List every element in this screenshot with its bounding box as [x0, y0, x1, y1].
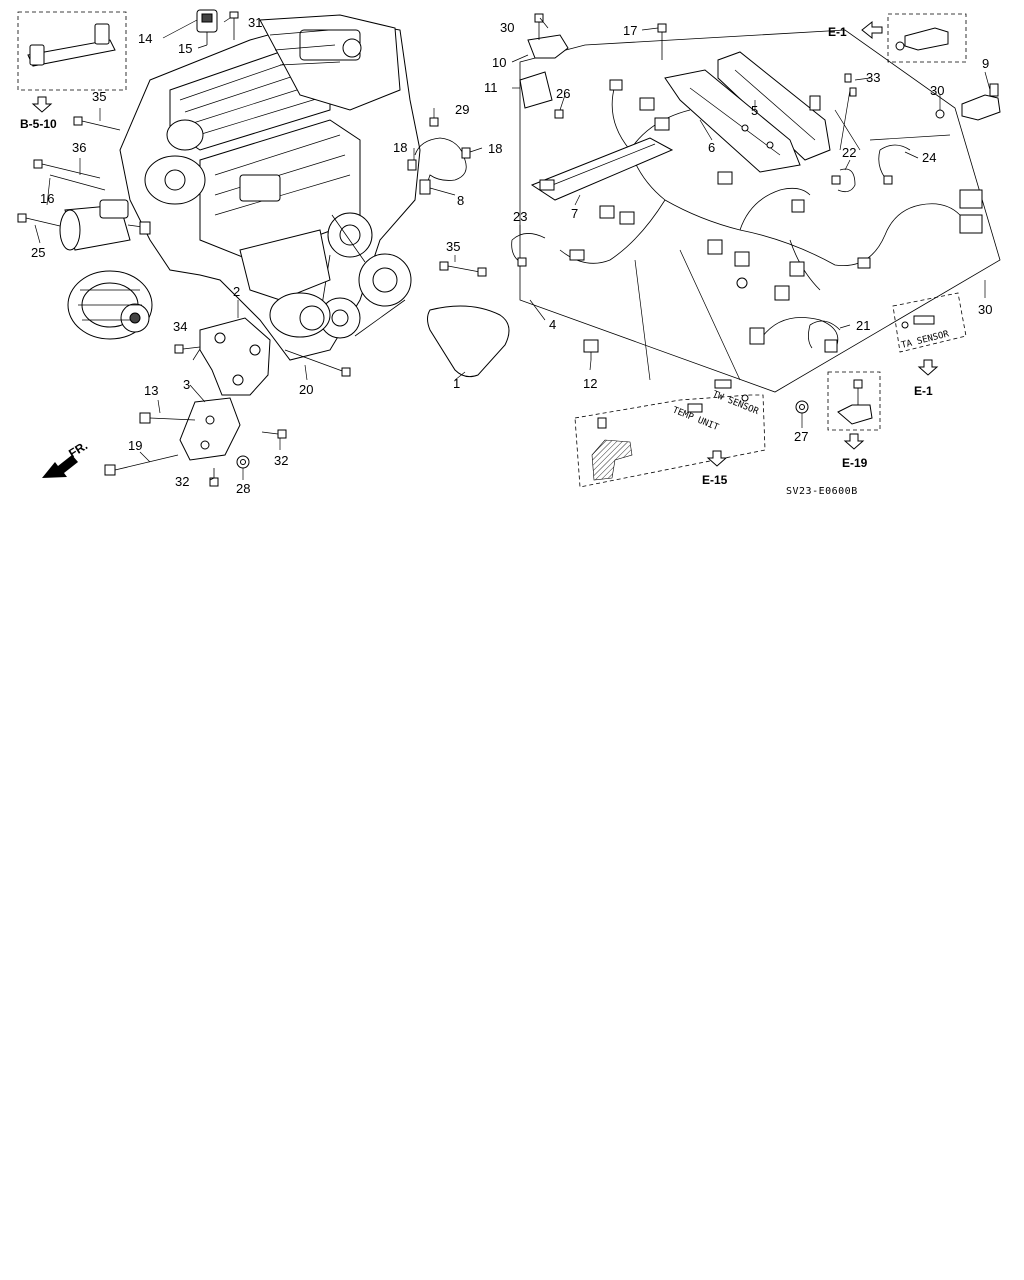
pressure-switch-illustration [583, 339, 599, 360]
ref-e1-top: E-1 [828, 25, 847, 39]
callout-24: 24 [922, 150, 936, 165]
adjusting-bracket-illustration [179, 397, 241, 461]
arrow-left-icon [861, 20, 883, 40]
hose-clip-24-illustration [878, 144, 911, 179]
clamp-bracket-illustration [895, 27, 949, 51]
callout-36: 36 [72, 140, 86, 155]
callout-14: 14 [138, 31, 152, 46]
callout-2: 2 [233, 284, 240, 299]
harness-group-outline [519, 29, 1001, 393]
callout-4: 4 [549, 317, 556, 332]
callout-7: 7 [571, 206, 578, 221]
callout-8: 8 [457, 193, 464, 208]
clip-bracket-illustration [27, 23, 116, 67]
arrow-down-icon [706, 450, 728, 467]
callout-23: 23 [513, 209, 527, 224]
callout-6: 6 [708, 140, 715, 155]
harness-clamp-illustration [519, 13, 569, 119]
leader-lines [34, 17, 991, 481]
clamp-e19-box [827, 371, 881, 431]
front-direction-arrow-icon [42, 455, 78, 478]
engine-assembly-illustration [59, 14, 421, 361]
callout-18b: 18 [488, 141, 502, 156]
callout-9: 9 [982, 56, 989, 71]
arrow-down-icon [31, 96, 53, 113]
callout-29: 29 [455, 102, 469, 117]
sensor-labels: TW SENSOR TEMP UNIT TA SENSOR [671, 329, 951, 433]
blank-page-area [0, 500, 1024, 1280]
callout-11: 11 [484, 80, 498, 95]
parts-diagram: 1 2 3 4 5 6 7 8 9 10 11 12 13 14 15 16 1… [17, 9, 1001, 497]
diagram-code: SV23-E0600B [786, 486, 858, 497]
ref-e1-right: E-1 [914, 384, 933, 398]
hose-clip-22-illustration [837, 168, 856, 193]
callout-5: 5 [751, 103, 758, 118]
ref-e15: E-15 [702, 473, 728, 487]
callout-16: 16 [40, 191, 54, 206]
hose-clip-23-illustration [511, 233, 546, 263]
callout-35a: 35 [92, 89, 106, 104]
callout-35b: 35 [446, 239, 460, 254]
callout-10: 10 [492, 55, 506, 70]
callout-30b: 30 [930, 83, 944, 98]
ref-b510: B-5-10 [20, 117, 57, 131]
cable-clamp-illustration [935, 83, 1001, 121]
starter-motor-illustration [59, 199, 151, 251]
callout-27: 27 [794, 429, 808, 444]
alternator-illustration [67, 270, 153, 340]
callout-26: 26 [556, 86, 570, 101]
ta-sensor-illustration [901, 315, 935, 329]
callout-28: 28 [236, 481, 250, 496]
clamp-group-box [887, 13, 967, 63]
clamp-e19-illustration [837, 379, 873, 425]
drive-belt-illustration [427, 305, 510, 378]
ref-e19: E-19 [842, 456, 868, 470]
tw-sensor-illustration [687, 379, 749, 413]
bolt-17-illustration [657, 23, 667, 33]
callout-34: 34 [173, 319, 187, 334]
part-number-labels: 1 2 3 4 5 6 7 8 9 10 11 12 13 14 15 16 1… [31, 15, 992, 496]
callout-22: 22 [842, 145, 856, 160]
alternator-bracket-illustration [199, 317, 271, 396]
harness-holder-illustration [530, 137, 674, 201]
callout-1: 1 [453, 376, 460, 391]
callout-32a: 32 [274, 453, 288, 468]
callout-30c: 30 [978, 302, 992, 317]
callout-31: 31 [248, 15, 262, 30]
oxygen-sensor-illustration [407, 117, 471, 195]
sensor-holder-illustration [591, 417, 633, 481]
callout-30a: 30 [500, 20, 514, 35]
harness-bracket-illustration [664, 69, 801, 173]
clip-group-box [17, 11, 127, 91]
callout-19: 19 [128, 438, 142, 453]
callout-15: 15 [178, 41, 192, 56]
callout-17: 17 [623, 23, 637, 38]
callout-18a: 18 [393, 140, 407, 155]
sensor-assembly-illustration [196, 9, 239, 45]
tw-sensor-box [574, 394, 766, 488]
callout-13: 13 [144, 383, 158, 398]
arrow-down-icon [843, 433, 865, 450]
callout-3: 3 [183, 377, 190, 392]
callout-20: 20 [299, 382, 313, 397]
bolts-illustration [17, 116, 487, 487]
callout-25: 25 [31, 245, 45, 260]
ta-sensor-label: TA SENSOR [900, 329, 950, 351]
tw-sensor-label: TW SENSOR [711, 390, 761, 418]
ta-sensor-box [892, 292, 967, 353]
callout-12: 12 [583, 376, 597, 391]
arrow-down-icon [917, 359, 939, 376]
harness-cover-illustration [717, 51, 831, 161]
callout-21: 21 [856, 318, 870, 333]
callout-32b: 32 [175, 474, 189, 489]
hose-clip-21-illustration [808, 320, 841, 349]
callout-33: 33 [866, 70, 880, 85]
reference-labels: B-5-10 E-1 E-1 E-15 E-19 [20, 25, 933, 487]
